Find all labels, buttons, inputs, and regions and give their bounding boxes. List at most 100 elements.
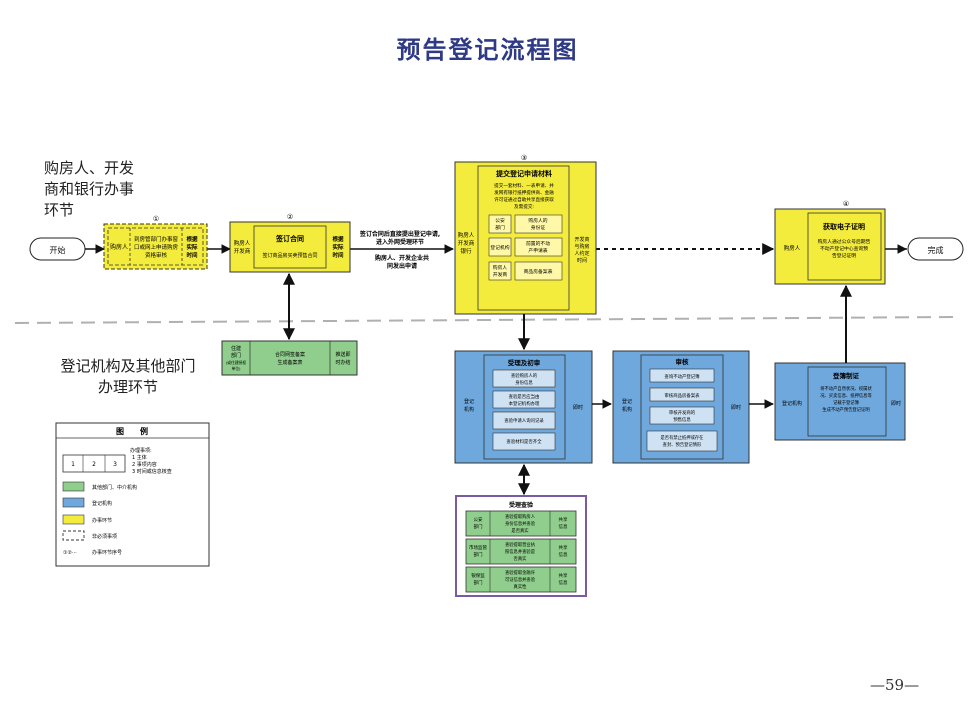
contract-content-line: 生成备案表	[277, 359, 302, 366]
verify-desc-line: 身份信息并查验	[505, 520, 536, 527]
lane-line: 环节	[44, 201, 75, 219]
legend-item-label: 非必须事项	[92, 533, 117, 540]
verify-org-line: 市场监管	[469, 544, 487, 551]
step3-number: ③	[521, 154, 527, 162]
contract-subactor-line: (或住建授权	[226, 360, 247, 365]
contract-subactor-line: 单位)	[231, 366, 241, 371]
review-item-line: 预售信息	[673, 416, 691, 423]
legend-item-label: 登记机构	[92, 500, 112, 507]
transition-note-line: 同发出申请	[387, 262, 417, 270]
accept-box: 登记 机构 受理及初审 查验购房人的 身份信息 查验是否应当由 本登记机构办理 …	[454, 350, 593, 464]
step2-time-line: 实际	[332, 243, 344, 251]
end-node	[907, 237, 964, 261]
accept-item-line: 身份信息	[515, 379, 533, 386]
verify-desc-line: 可证信息并查验	[505, 576, 536, 583]
verify-org-line: 公安	[474, 516, 483, 523]
step3-item-value: 商品房备案表	[524, 268, 553, 275]
lane-label-agencies: 登记机构及其他部门 办理环节	[38, 356, 218, 398]
contract-actor-line: 部门	[231, 352, 241, 359]
step1-time-line: 实际	[186, 243, 198, 251]
lane-line: 办理环节	[97, 378, 158, 396]
step3-title: 提交登记申请材料	[495, 169, 552, 178]
page-title: 预告登记流程图	[396, 35, 579, 64]
verify-title: 受理查验	[509, 501, 533, 509]
register-title: 登簿制证	[832, 371, 860, 380]
review-item-line: 审核商品房备案表	[664, 392, 700, 399]
step4-content-line: 告登记证明	[832, 252, 856, 259]
accept-title: 受理及初审	[508, 358, 541, 367]
step2-box: 购房人 开发商 签订合同 签订商品房买卖预售合同 根据 实际 时间	[229, 221, 351, 273]
step2-time-line: 根据	[332, 235, 344, 243]
review-actor-line: 机构	[622, 406, 632, 413]
step3-item-label: 公安	[495, 217, 505, 224]
review-item-line: 查封、预告登记情形	[663, 441, 702, 448]
legend-item-label: 办事环节序号	[92, 549, 122, 556]
step3-box: 购房人 开发商 银行 提交登记申请材料 提交一套材料、一表申请、并 发网有银行抵…	[454, 161, 597, 315]
verify-desc-line: 照信息并查验是	[505, 548, 536, 555]
verify-org-line: 银保监	[471, 572, 485, 579]
legend-box-desc: 2 事项内容	[132, 461, 157, 468]
step3-time-line: 时间	[577, 257, 587, 264]
legend: 图 例 1 2 3 办理事项: 1 主体 2 事项内容 3 时间或信息核查 其他…	[55, 422, 210, 567]
legend-swatch-blue	[62, 497, 85, 508]
register-actor: 登记机构	[782, 400, 802, 407]
register-content-line: 生成不动产预告登记证明	[822, 406, 869, 413]
legend-box-number: 1	[71, 461, 75, 468]
step2-actor-line: 开发商	[234, 247, 251, 255]
accept-item-line: 本登记机构办理	[509, 400, 540, 407]
step3-time-line: 与购房	[574, 243, 589, 250]
verify-tag-line: 信息	[559, 551, 568, 558]
step3-item-label: 部门	[495, 224, 505, 231]
verify-desc-line: 否真实	[514, 555, 528, 562]
step4-content-line: 不动产登记中心查询预	[820, 245, 868, 252]
accept-item-line: 查验购房人的	[511, 372, 538, 379]
step2-time-line: 时间	[332, 251, 344, 259]
verify-tag-line: 共享	[559, 516, 568, 523]
step1-box: 购房人 到房管部门办事窗 口或网上申请购房 资格审核 根据 实际 时间	[103, 223, 208, 270]
step3-time-line: 开发商	[574, 236, 589, 243]
accept-item-line: 查验材料是否齐全	[506, 438, 542, 445]
step1-actor: 购房人	[110, 243, 128, 251]
legend-box-number: 2	[92, 461, 96, 468]
step3-desc-line: 许可证通过自助共享直接获取	[494, 196, 554, 203]
step3-desc-line: 发网有银行抵押提供商、金融	[494, 189, 554, 196]
step4-number: ④	[843, 200, 849, 208]
step3-item-label: 登记机构	[490, 244, 509, 251]
step4-actor: 购房人	[784, 244, 801, 252]
verify-org-line: 部门	[474, 551, 483, 558]
legend-swatch-green	[62, 481, 85, 492]
step3-actor-line: 银行	[460, 247, 472, 255]
accept-time: 即时	[573, 404, 583, 411]
step3-item-label: 购房人	[493, 264, 508, 271]
verify-desc-line: 是否真实	[511, 527, 529, 534]
transition-note-line: 进入外网受理环节	[376, 238, 424, 246]
step3-desc-line: 及需提交:	[514, 203, 534, 210]
register-content-line: 况、买卖信息、抵押信息等	[820, 392, 872, 399]
register-content-line: 记载于登记簿	[833, 399, 859, 406]
contract-content-line: 合同网签备案	[275, 351, 305, 358]
step1-number: ①	[153, 215, 159, 223]
step3-item-label: 开发商	[493, 271, 508, 278]
step3-desc-line: 提交一套材料、一表申请、并	[494, 182, 554, 189]
verify-desc-line: 真实性	[514, 583, 528, 590]
step3-item-value: 产申请表	[528, 247, 547, 254]
review-item-line: 查询不动产登记簿	[664, 373, 700, 380]
contract-actor-line: 住建	[231, 345, 241, 352]
legend-box-number: 3	[113, 461, 117, 468]
lane-line: 购房人、开发	[44, 159, 135, 177]
step2-title: 签订合同	[275, 234, 304, 243]
accept-item-line: 查验是否应当由	[509, 393, 540, 400]
legend-box-desc: 3 时间或信息核查	[132, 468, 172, 475]
step3-item-value: 购房人的	[528, 217, 547, 224]
step2-number: ②	[287, 213, 293, 221]
step1-time-line: 时间	[186, 251, 198, 259]
verify-desc-line: 查验提取营业执	[505, 541, 536, 548]
step3-actor-line: 开发商	[458, 239, 475, 247]
step1-content-line: 资格审核	[145, 251, 168, 259]
legend-box-desc: 1 主体	[132, 454, 147, 461]
step2-content: 签订商品房买卖预售合同	[262, 252, 317, 259]
legend-swatch-dashed	[62, 530, 85, 541]
review-title: 审核	[676, 357, 690, 366]
